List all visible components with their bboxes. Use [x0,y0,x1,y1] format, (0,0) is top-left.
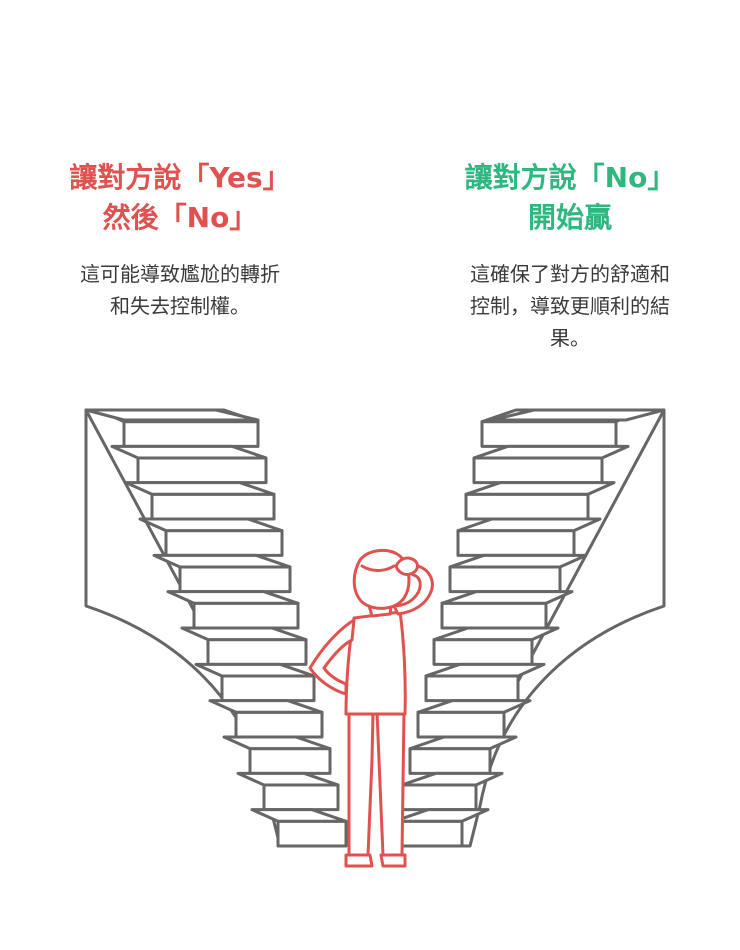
thinking-person [308,549,434,868]
left-stair-tread [222,735,332,751]
left-stair-step [122,420,260,448]
left-stair-step [234,710,324,739]
left-stair-step [206,638,308,666]
person-left-shoe [344,853,374,868]
left-stair-step [178,565,292,594]
left-stair-tread [124,481,276,496]
left-desc-line: 這可能導致尷尬的轉折 [80,262,280,286]
right-stair-tread [464,481,616,496]
right-stair-tread [424,662,546,678]
right-stair-step [400,783,478,812]
left-stair-step [150,492,276,521]
right-stair-tread [416,699,532,714]
left-option-description: 這可能導致尷尬的轉折 和失去控制權。 [40,258,320,322]
right-stair-tread [400,771,504,787]
left-stair-step [262,783,340,812]
right-stair-tread [392,808,490,823]
right-stair-tread [472,444,630,460]
person-right-leg [375,710,406,857]
right-desc-line: 這確保了對方的舒適和 [470,262,670,286]
staircases [84,408,666,848]
right-stair-landing [490,408,666,422]
left-title-line: 讓對方說「Yes」 [69,161,291,194]
right-option-description: 這確保了對方的舒適和 控制，導致更順利的結 果。 [430,258,710,354]
left-stair-tread [180,626,308,642]
right-stair-step [480,420,618,448]
left-desc-line: 和失去控制權。 [110,294,250,318]
right-title-line: 開始贏 [527,201,612,234]
person-hair-line [360,564,396,572]
left-stair-step [248,747,332,775]
person-right-shoe [379,853,407,868]
right-desc-line: 果。 [550,326,590,350]
left-stair-step [192,601,300,630]
left-option-title: 讓對方說「Yes」 然後「No」 [40,158,320,238]
left-stair-tread [166,590,300,605]
left-stair-tread [250,808,348,823]
left-stair-tread [194,662,316,678]
left-stair-tread [110,444,268,460]
right-stair-tread [408,735,518,751]
right-title-line: 讓對方說「No」 [464,161,676,194]
right-stair-step [440,601,548,630]
person-hand [394,556,419,576]
left-stair-step [220,674,316,703]
right-stair-step [432,638,534,666]
right-stair-step [456,529,576,557]
right-stair-step [448,565,562,594]
left-stair-step [136,456,268,485]
person-torso [344,610,407,716]
right-option-title: 讓對方說「No」 開始贏 [430,158,710,238]
right-stair-step [464,492,590,521]
left-stair-landing [84,408,260,422]
left-stair-tread [236,771,340,787]
right-stair-step [472,456,604,485]
left-option: 讓對方說「Yes」 然後「No」 這可能導致尷尬的轉折 和失去控制權。 [40,158,320,322]
left-stair-step [164,529,284,557]
right-stair-step [416,710,506,739]
left-stair-tread [208,699,324,714]
right-stair-step [424,674,520,703]
person-left-arm [308,618,356,696]
left-stair-step [276,819,348,848]
left-stair-tread [152,553,292,569]
left-title-line: 然後「No」 [102,201,258,234]
right-option: 讓對方說「No」 開始贏 這確保了對方的舒適和 控制，導致更順利的結 果。 [430,158,710,354]
right-stair-step [408,747,492,775]
left-stair-tread [138,517,284,533]
person-left-leg [347,710,375,857]
right-stair-tread [432,626,560,642]
right-stair-tread [440,590,574,605]
right-desc-line: 控制，導致更順利的結 [470,294,670,318]
right-stair-step [392,819,464,848]
right-stair-tread [456,517,602,533]
right-stair-tread [448,553,588,569]
